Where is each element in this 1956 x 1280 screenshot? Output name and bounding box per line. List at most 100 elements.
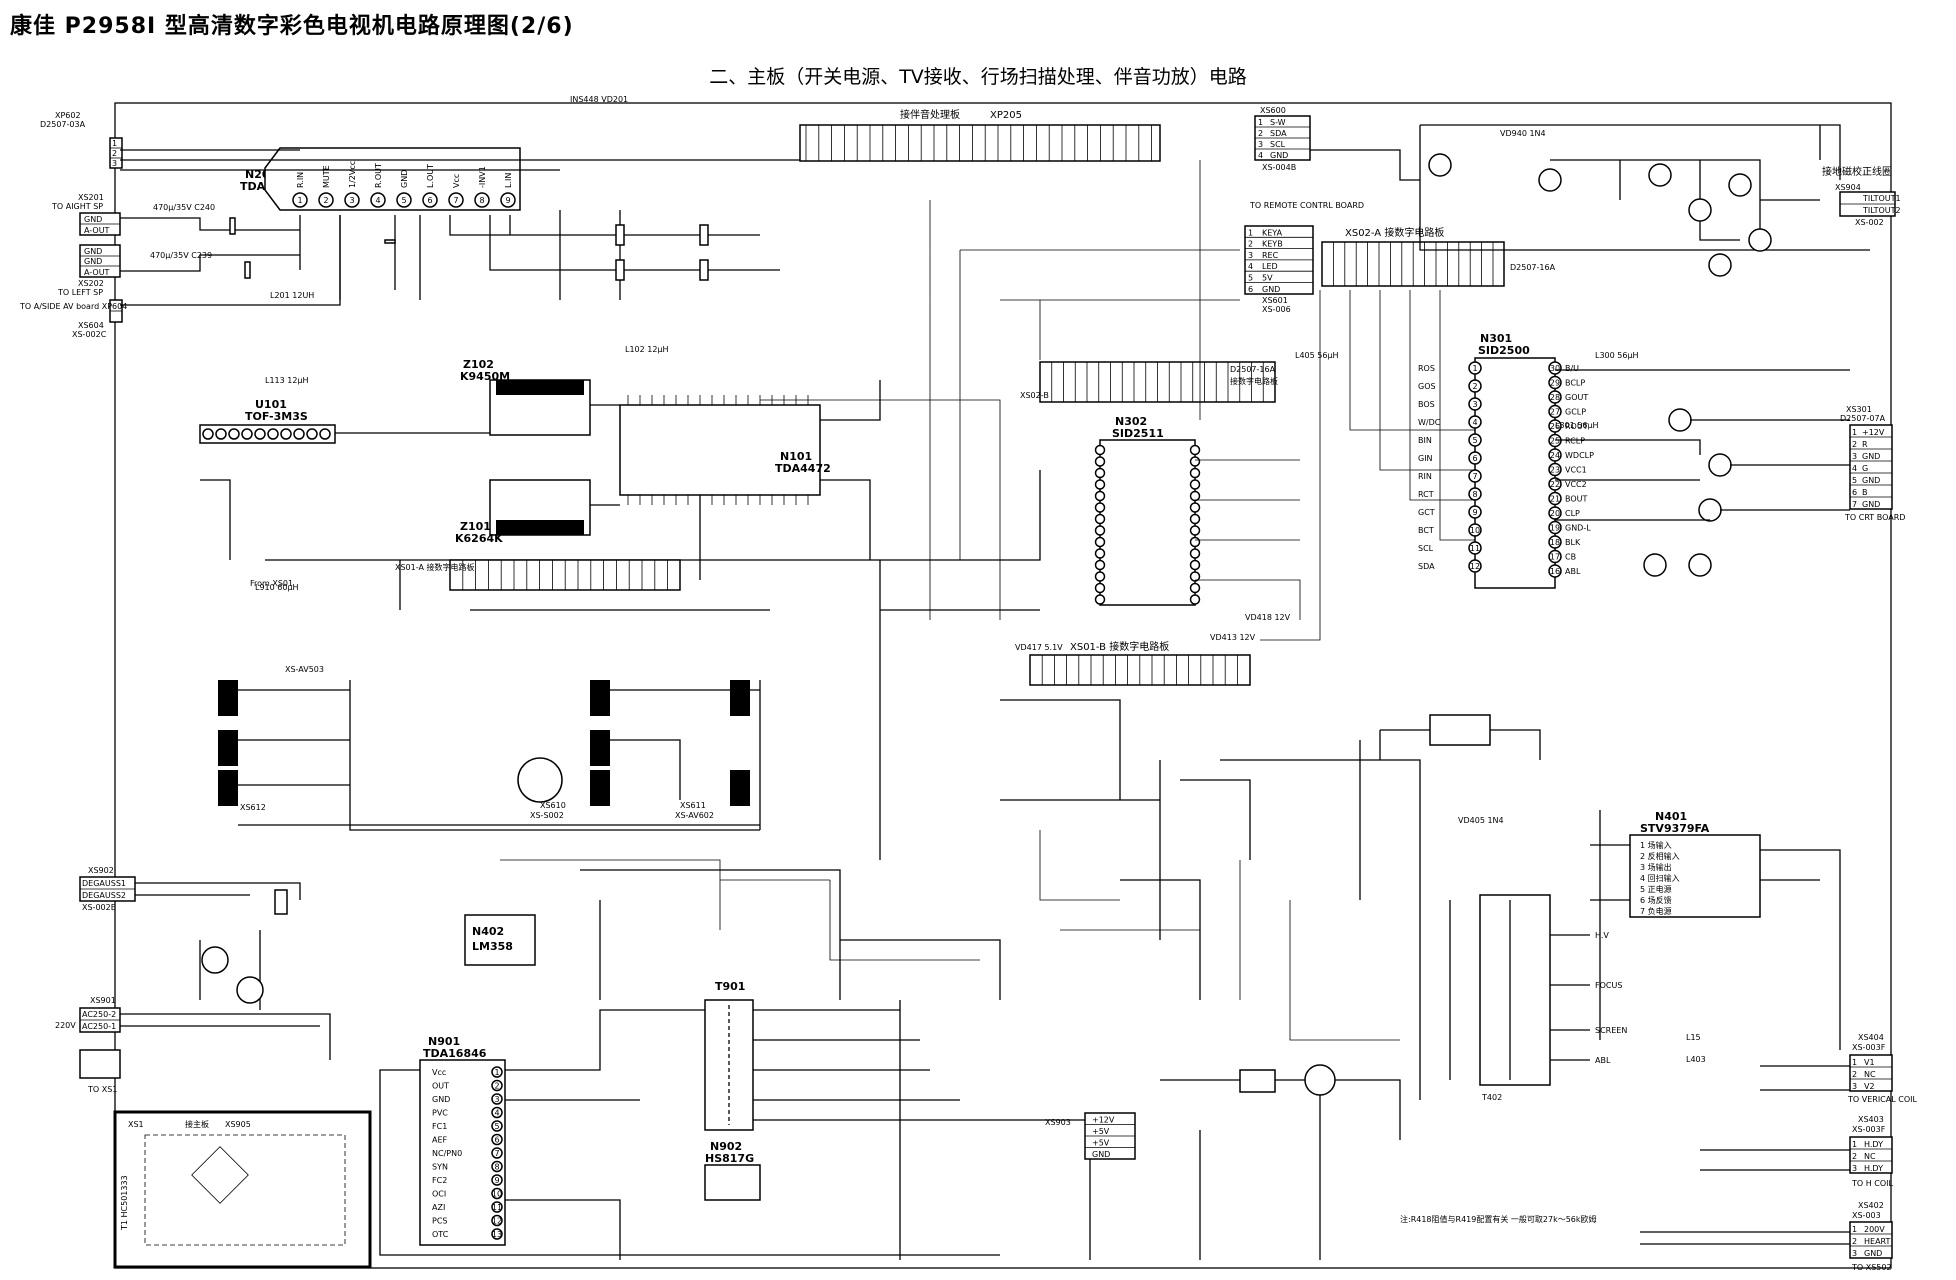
svg-text:接地磁校正线圈: 接地磁校正线圈 bbox=[1822, 165, 1892, 178]
svg-text:XS-006: XS-006 bbox=[1262, 305, 1291, 314]
connector-xs601: TO REMOTE CONTRL BOARD KEYA1KEYB2REC3LED… bbox=[1244, 201, 1364, 314]
xp205-label: 接伴音处理板 bbox=[900, 108, 960, 121]
svg-text:AC250-2: AC250-2 bbox=[82, 1010, 116, 1019]
svg-text:N401: N401 bbox=[1655, 810, 1687, 823]
n901-pin-label: FC2 bbox=[432, 1176, 447, 1185]
ic-n101: N101 TDA4472 bbox=[619, 395, 831, 505]
connector-xp602: XP602 D2507-03A 123 bbox=[40, 111, 123, 169]
svg-text:2: 2 bbox=[1852, 1152, 1857, 1161]
n901-pin-label: FC1 bbox=[432, 1122, 447, 1131]
svg-text:XS-S002: XS-S002 bbox=[530, 811, 564, 820]
ic-n202: N202 TDA2616 R.IN1MUTE21/2Vcc3R.OUT4GND5… bbox=[240, 147, 521, 211]
n202-pin-label: R.IN bbox=[296, 172, 305, 188]
page-title: 康佳 P2958I 型高清数字彩色电视机电路原理图(2/6) bbox=[10, 14, 574, 39]
svg-text:XS601: XS601 bbox=[1262, 296, 1288, 305]
svg-text:2: 2 bbox=[1852, 1237, 1857, 1246]
svg-text:接主板: 接主板 bbox=[185, 1119, 209, 1129]
n301-pin-label: BIN bbox=[1418, 436, 1432, 445]
n301-pin-label: RCLP bbox=[1565, 437, 1585, 446]
n301-pin-label: BCLP bbox=[1565, 379, 1585, 388]
xs601-pin: 5V bbox=[1262, 274, 1273, 283]
svg-text:XS610: XS610 bbox=[540, 801, 566, 810]
n301-pin-label: VCC1 bbox=[1565, 466, 1587, 475]
n901-pin-label: OCI bbox=[432, 1190, 446, 1199]
n301-pin-number: 6 bbox=[1472, 454, 1477, 463]
connector-xs904: 接地磁校正线圈 XS904 TILTOUT1 TILTOUT2 XS-002 bbox=[1822, 165, 1901, 227]
n901-pin-number: 7 bbox=[494, 1149, 499, 1158]
n901-pin-label: SYN bbox=[432, 1163, 448, 1172]
svg-text:XS611: XS611 bbox=[680, 801, 706, 810]
svg-text:XS-AV602: XS-AV602 bbox=[675, 811, 714, 820]
n401-pin-label: 4 回扫输入 bbox=[1640, 873, 1680, 883]
n301-pin-label: GCT bbox=[1418, 508, 1435, 517]
svg-text:XS02-A 接数字电路板: XS02-A 接数字电路板 bbox=[1345, 226, 1444, 239]
svg-text:XS403: XS403 bbox=[1858, 1115, 1884, 1124]
svg-text:XS01-A 接数字电路板: XS01-A 接数字电路板 bbox=[395, 562, 474, 572]
n301-pin-number: 26 bbox=[1550, 422, 1560, 431]
svg-text:VD940 1N4: VD940 1N4 bbox=[1500, 129, 1546, 138]
svg-text:5: 5 bbox=[1852, 476, 1857, 485]
svg-text:接数字电路板: 接数字电路板 bbox=[1230, 376, 1278, 386]
ic-n402: N402 LM358 bbox=[464, 914, 536, 966]
n301-pin-number: 29 bbox=[1550, 379, 1560, 388]
n301-pin-label: WDCLP bbox=[1565, 451, 1594, 460]
fbt-ref: T402 bbox=[1481, 1093, 1502, 1102]
n202-pin-label: R.OUT bbox=[374, 163, 383, 188]
connector-xs202: GND GND A-OUT XS202 TO LEFT SP bbox=[57, 244, 121, 297]
svg-text:TO REMOTE CONTRL BOARD: TO REMOTE CONTRL BOARD bbox=[1249, 201, 1364, 210]
xp602-ref: XP602 bbox=[55, 111, 81, 120]
n901-pin-number: 10 bbox=[492, 1190, 502, 1199]
xs301-pin: GND bbox=[1862, 476, 1880, 485]
n401-pin-label: 7 负电源 bbox=[1640, 906, 1672, 916]
svg-text:XS604: XS604 bbox=[78, 321, 104, 330]
n301-pin-label: VCC2 bbox=[1565, 480, 1587, 489]
svg-text:SID2500: SID2500 bbox=[1478, 344, 1530, 357]
svg-text:TDA16846: TDA16846 bbox=[423, 1047, 487, 1060]
ic-z102: Z102 K9450M bbox=[460, 358, 591, 436]
n901-pin-number: 1 bbox=[494, 1068, 499, 1077]
svg-text:220V: 220V bbox=[55, 1021, 76, 1030]
n202-pin-label: -INV1 bbox=[478, 166, 487, 188]
xs402-pin: GND bbox=[1864, 1249, 1882, 1258]
n301-pin-label: GND-L bbox=[1565, 524, 1591, 533]
svg-text:1: 1 bbox=[1248, 228, 1253, 237]
n301-pin-number: 30 bbox=[1550, 364, 1560, 373]
n901-pin-label: Vcc bbox=[432, 1068, 446, 1077]
connector-xs901: XS901 AC250-2 AC250-1 220V bbox=[55, 996, 121, 1033]
n301-pin-number: 11 bbox=[1470, 544, 1480, 553]
schematic-frame bbox=[114, 102, 1892, 1269]
svg-text:XS-002E: XS-002E bbox=[82, 903, 116, 912]
n301-pin-label: ABL bbox=[1565, 567, 1581, 576]
svg-text:DEGAUSS1: DEGAUSS1 bbox=[82, 879, 126, 888]
xs301-pin: B bbox=[1862, 488, 1868, 497]
n301-pin-number: 7 bbox=[1472, 472, 1477, 481]
svg-text:N101: N101 bbox=[780, 450, 812, 463]
n202-pin-label: L.OUT bbox=[426, 164, 435, 188]
n301-pin-number: 23 bbox=[1550, 466, 1560, 475]
svg-text:1: 1 bbox=[1852, 1225, 1857, 1234]
svg-text:GND: GND bbox=[84, 247, 102, 256]
n901-pin-number: 8 bbox=[494, 1163, 499, 1172]
xs600-pin: S-W bbox=[1270, 118, 1286, 127]
n301-pin-number: 9 bbox=[1472, 508, 1477, 517]
xp205-ref: XP205 bbox=[990, 110, 1022, 121]
svg-text:XS901: XS901 bbox=[90, 996, 116, 1005]
n301-pin-number: 16 bbox=[1550, 567, 1560, 576]
n901-pin-label: OUT bbox=[432, 1082, 449, 1091]
svg-text:XS-004B: XS-004B bbox=[1262, 163, 1296, 172]
xs201-label: TO AIGHT SP bbox=[51, 202, 103, 211]
svg-text:HS817G: HS817G bbox=[705, 1152, 754, 1165]
n202-pin-number: 3 bbox=[349, 196, 354, 205]
mainboard-xs1-inset: XS1 接主板 XS905 T1 HC501333 bbox=[113, 1110, 372, 1269]
xs301-pin: GND bbox=[1862, 500, 1880, 509]
svg-text:2: 2 bbox=[112, 149, 117, 158]
n301-pin-number: 5 bbox=[1472, 436, 1477, 445]
n401-pin-label: 2 反相输入 bbox=[1640, 851, 1680, 861]
connector-xs301: XS301 D2507-07A +12V1R2GND3G4GND5B6GND7 … bbox=[1840, 405, 1905, 522]
n401-pin-label: 3 场输出 bbox=[1640, 862, 1672, 872]
svg-text:TOF-3M3S: TOF-3M3S bbox=[245, 410, 308, 423]
svg-text:XS-003: XS-003 bbox=[1852, 1211, 1881, 1220]
connector-xs905: TO XS1 bbox=[79, 1049, 121, 1094]
n301-pin-number: 17 bbox=[1550, 553, 1560, 562]
